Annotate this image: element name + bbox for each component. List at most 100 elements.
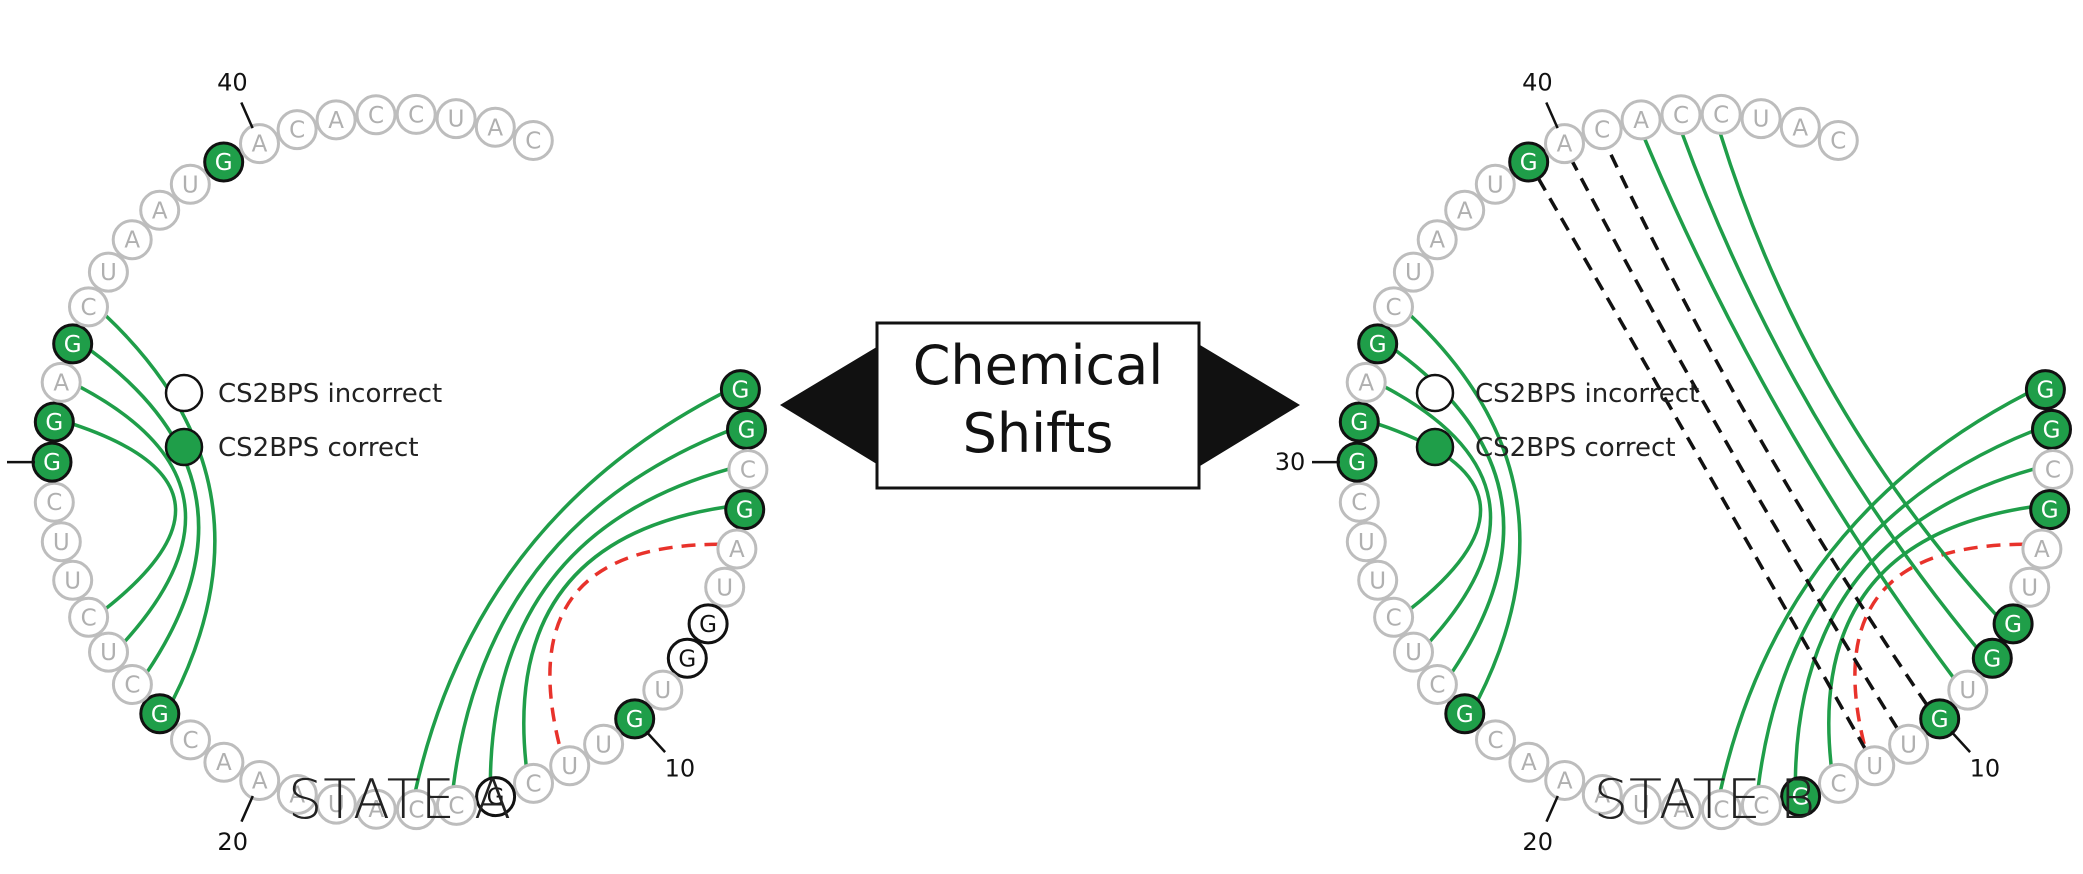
nucleotide-base: G bbox=[1520, 150, 1538, 176]
nucleotide-39: G bbox=[1508, 141, 1550, 183]
nucleotide-9: U bbox=[642, 669, 684, 711]
nucleotide-base: A bbox=[252, 769, 268, 795]
right-arrow-icon bbox=[1150, 345, 1300, 466]
nucleotide-circle bbox=[1888, 723, 1930, 765]
nucleotide-circle bbox=[203, 741, 245, 783]
nucleotide-base: G bbox=[1456, 702, 1474, 728]
nucleotide-20: A bbox=[239, 760, 281, 801]
nucleotide-30: G bbox=[31, 441, 73, 483]
nucleotide-base: C bbox=[740, 458, 756, 484]
nucleotide-base: U bbox=[182, 172, 199, 198]
nucleotide-5: A bbox=[2021, 528, 2063, 570]
nucleotide-base: U bbox=[1900, 732, 1917, 758]
nucleotide-circle bbox=[1620, 783, 1662, 825]
nucleotide-circle bbox=[704, 566, 746, 608]
nucleotide-base: U bbox=[654, 678, 671, 704]
nucleotide-base: U bbox=[1405, 640, 1422, 666]
nucleotide-10: G bbox=[614, 698, 656, 740]
nucleotide-13: C bbox=[1818, 762, 1859, 804]
nucleotide-circle bbox=[68, 596, 110, 638]
nucleotide-base: G bbox=[487, 785, 505, 811]
base-pair-black-12-39 bbox=[1536, 177, 1867, 751]
nucleotide-base: U bbox=[2021, 575, 2038, 601]
nucleotide-4: G bbox=[2029, 489, 2071, 531]
nucleotide-base: G bbox=[45, 410, 63, 436]
base-pair-green-25-32 bbox=[1383, 385, 1493, 643]
nucleotide-circle bbox=[1740, 98, 1782, 140]
nucleotide-6: U bbox=[2009, 566, 2051, 608]
legend-correct-swatch bbox=[164, 427, 204, 467]
nucleotide-base: G bbox=[1792, 785, 1810, 811]
nucleotide-base: C bbox=[1351, 490, 1367, 516]
nucleotide-base: C bbox=[289, 118, 305, 144]
base-pair-red-5-12 bbox=[1853, 542, 2024, 750]
nucleotide-circle bbox=[2024, 369, 2066, 411]
nucleotide-circle bbox=[2021, 528, 2063, 570]
nucleotide-42: A bbox=[1620, 99, 1662, 141]
nucleotide-base: G bbox=[1350, 410, 1368, 436]
nucleotide-base: C bbox=[46, 490, 62, 516]
nucleotide-33: G bbox=[52, 323, 94, 365]
nucleotide-6: U bbox=[704, 566, 746, 608]
nucleotide-circle bbox=[2031, 408, 2072, 450]
nucleotide-circle bbox=[1444, 693, 1486, 735]
nucleotide-44: C bbox=[1700, 93, 1742, 135]
nucleotide-base: A bbox=[216, 750, 232, 776]
nucleotide-circle bbox=[719, 369, 761, 411]
nucleotide-circle bbox=[276, 109, 318, 151]
nucleotide-base: U bbox=[100, 260, 117, 286]
nucleotide-base: G bbox=[64, 332, 82, 358]
nucleotide-circle bbox=[139, 189, 181, 231]
nucleotide-16: C bbox=[395, 789, 437, 831]
nucleotide-circle bbox=[1947, 669, 1989, 711]
nucleotide-circle bbox=[40, 521, 82, 563]
nucleotide-base: A bbox=[1358, 370, 1374, 396]
nucleotide-circle bbox=[170, 719, 211, 761]
nucleotide-base: U bbox=[448, 107, 465, 133]
base-pair-green-4-13 bbox=[522, 505, 727, 766]
nucleotide-15: C bbox=[435, 784, 477, 826]
nucleotide-28: U bbox=[40, 521, 82, 563]
state-a-base-pairs bbox=[72, 314, 730, 791]
legend-correct-label: CS2BPS correct bbox=[1475, 433, 1676, 463]
nucleotide-36: A bbox=[1416, 219, 1458, 261]
nucleotide-25: U bbox=[1393, 631, 1434, 673]
nucleotide-base: C bbox=[1594, 118, 1610, 144]
nucleotide-circle bbox=[1416, 219, 1458, 261]
nucleotide-43: C bbox=[1660, 94, 1702, 136]
nucleotide-circle bbox=[52, 323, 94, 365]
nucleotide-circle bbox=[1474, 163, 1516, 205]
nucleotide-circle bbox=[1854, 745, 1896, 787]
nucleotide-circle bbox=[87, 251, 129, 293]
nucleotide-1: G bbox=[719, 369, 761, 411]
nucleotide-base: G bbox=[1983, 646, 2001, 672]
legend-incorrect-label: CS2BPS incorrect bbox=[218, 379, 442, 409]
nucleotide-circle bbox=[169, 163, 211, 205]
nucleotide-circle bbox=[1393, 631, 1434, 673]
nucleotide-base: U bbox=[561, 754, 578, 780]
nucleotide-circle bbox=[513, 762, 554, 804]
state-b-legend: CS2BPS incorrect CS2BPS correct bbox=[1415, 373, 1699, 467]
nucleotide-circle bbox=[40, 361, 82, 403]
nucleotide-base: A bbox=[152, 198, 168, 224]
nucleotide-base: C bbox=[80, 295, 96, 321]
chemical-shifts-box bbox=[875, 321, 1201, 490]
nucleotide-4: G bbox=[724, 489, 766, 531]
nucleotide-14: G bbox=[1780, 776, 1822, 818]
nucleotide-base: G bbox=[731, 378, 749, 404]
base-pair-red-5-12 bbox=[548, 542, 719, 750]
base-pair-green-3-14 bbox=[1793, 467, 2035, 779]
base-pair-green-2-15 bbox=[1756, 429, 2034, 787]
nucleotide-40: A bbox=[1544, 123, 1585, 165]
nucleotide-circle bbox=[395, 93, 437, 135]
nucleotide-31: G bbox=[33, 401, 75, 443]
nucleotide-13: C bbox=[513, 762, 554, 804]
nucleotide-base: U bbox=[328, 792, 345, 818]
nucleotide-base: G bbox=[1348, 450, 1366, 476]
nucleotide-circle bbox=[1700, 789, 1742, 831]
nucleotide-34: C bbox=[1373, 286, 1414, 328]
nucleotide-base: G bbox=[678, 646, 696, 672]
legend-incorrect-swatch bbox=[1415, 373, 1455, 413]
nucleotide-30: G bbox=[1336, 441, 1378, 483]
